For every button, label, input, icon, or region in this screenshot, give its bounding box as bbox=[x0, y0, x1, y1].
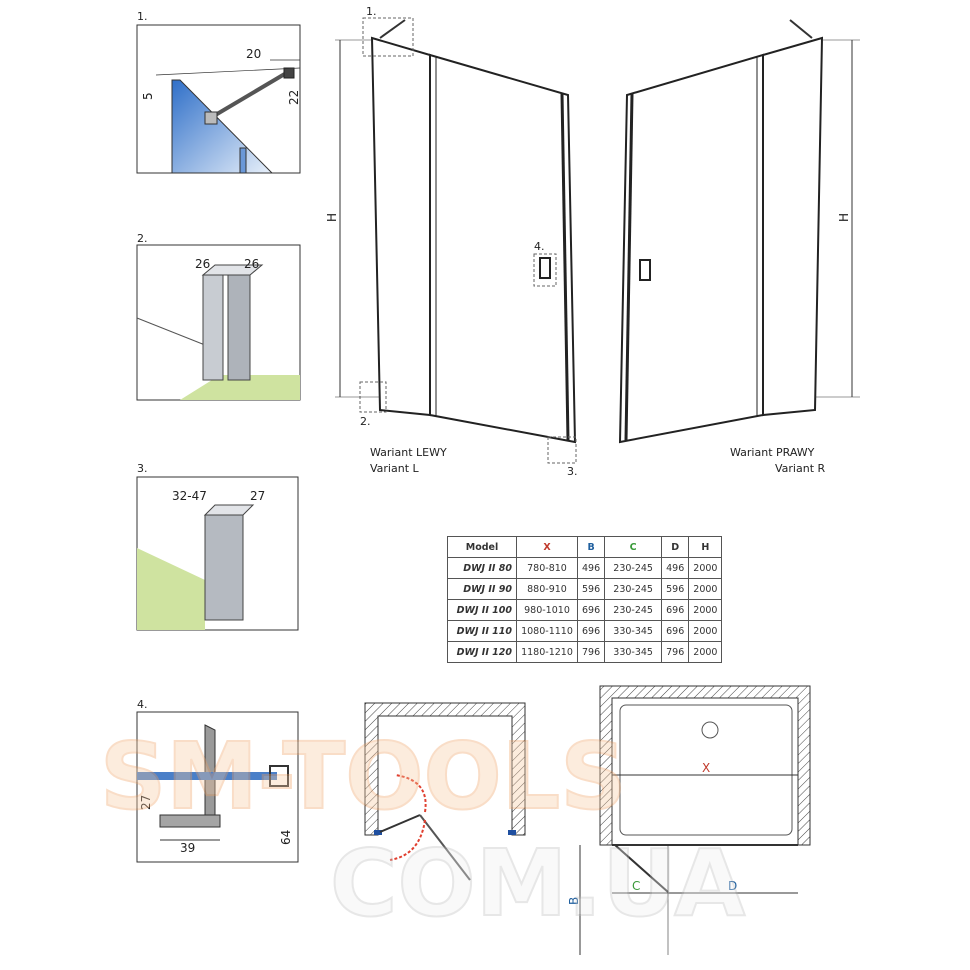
value-cell: 696 bbox=[661, 599, 690, 621]
model-cell: DWJ II 120 bbox=[447, 641, 517, 663]
col-header-b: B bbox=[576, 536, 606, 558]
dim-x-label: X bbox=[702, 761, 710, 775]
callout-label: 4. bbox=[534, 240, 545, 253]
value-cell: 696 bbox=[576, 599, 606, 621]
col-header-x: X bbox=[516, 536, 578, 558]
model-cell: DWJ II 90 bbox=[447, 578, 517, 600]
value-cell: 2000 bbox=[688, 557, 723, 579]
variant-left-subtitle: Variant L bbox=[370, 462, 420, 475]
value-cell: 596 bbox=[661, 578, 690, 600]
height-label: H bbox=[325, 213, 339, 222]
value-cell: 796 bbox=[661, 641, 690, 663]
dim-label: 64 bbox=[279, 830, 293, 845]
value-cell: 880-910 bbox=[516, 578, 578, 600]
value-cell: 696 bbox=[661, 620, 690, 642]
value-cell: 2000 bbox=[688, 578, 723, 600]
value-cell: 496 bbox=[661, 557, 690, 579]
value-cell: 696 bbox=[576, 620, 606, 642]
dim-label: 27 bbox=[139, 795, 153, 810]
door-variant-right: H Wariant PRAWY Variant R bbox=[618, 19, 860, 475]
dim-label: 5 bbox=[141, 92, 155, 100]
callout-label: 2. bbox=[360, 415, 371, 428]
detail-number: 1. bbox=[137, 10, 148, 23]
model-cell: DWJ II 110 bbox=[447, 620, 517, 642]
variant-right-title: Wariant PRAWY bbox=[730, 446, 815, 459]
detail-3: 3. 32-47 27 bbox=[136, 462, 299, 631]
table-header-row: Model X B C D H bbox=[447, 536, 723, 558]
dim-label: 39 bbox=[180, 841, 195, 855]
value-cell: 2000 bbox=[688, 599, 723, 621]
dim-b-label: B bbox=[567, 897, 581, 905]
col-header-h: H bbox=[688, 536, 723, 558]
value-cell: 1180-1210 bbox=[516, 641, 578, 663]
value-cell: 596 bbox=[576, 578, 606, 600]
detail-number: 3. bbox=[137, 462, 148, 475]
value-cell: 796 bbox=[576, 641, 606, 663]
value-cell: 496 bbox=[576, 557, 606, 579]
callout-label: 3. bbox=[567, 465, 578, 478]
detail-1: 1. 20 5 22 bbox=[136, 10, 301, 174]
watermark: SM-TOOLS COM.UA bbox=[99, 722, 746, 938]
detail-number: 2. bbox=[137, 232, 148, 245]
col-header-c: C bbox=[604, 536, 663, 558]
value-cell: 980-1010 bbox=[516, 599, 578, 621]
value-cell: 780-810 bbox=[516, 557, 578, 579]
dim-label: 26 bbox=[244, 257, 259, 271]
variant-right-subtitle: Variant R bbox=[775, 462, 826, 475]
detail-number: 4. bbox=[137, 698, 148, 711]
variant-left-title: Wariant LEWY bbox=[370, 446, 447, 459]
value-cell: 230-245 bbox=[604, 557, 663, 579]
dim-label: 22 bbox=[287, 90, 301, 105]
detail-2: 2. 26 26 bbox=[136, 232, 301, 401]
svg-text:COM.UA: COM.UA bbox=[330, 830, 745, 937]
col-header-d: D bbox=[661, 536, 690, 558]
dim-label: 26 bbox=[195, 257, 210, 271]
detail-4: 4. 39 27 64 bbox=[136, 698, 299, 863]
plan-view-swing bbox=[364, 702, 526, 881]
dim-label: 20 bbox=[246, 47, 261, 61]
value-cell: 330-345 bbox=[604, 641, 663, 663]
col-header-model: Model bbox=[447, 536, 517, 558]
door-variant-left: 1. 2. 3. 4. H Wariant LEWY Variant L bbox=[325, 5, 578, 478]
svg-text:SM-TOOLS: SM-TOOLS bbox=[100, 723, 627, 830]
value-cell: 2000 bbox=[688, 620, 723, 642]
value-cell: 1080-1110 bbox=[516, 620, 578, 642]
value-cell: 2000 bbox=[688, 641, 723, 663]
value-cell: 230-245 bbox=[604, 578, 663, 600]
value-cell: 330-345 bbox=[604, 620, 663, 642]
plan-view-dimensions: X C D B bbox=[567, 685, 811, 955]
dim-label: 32-47 bbox=[172, 489, 207, 503]
dim-d-label: D bbox=[728, 879, 737, 893]
model-cell: DWJ II 80 bbox=[447, 557, 517, 579]
model-cell: DWJ II 100 bbox=[447, 599, 517, 621]
value-cell: 230-245 bbox=[604, 599, 663, 621]
height-label: H bbox=[837, 213, 851, 222]
dim-c-label: C bbox=[632, 879, 640, 893]
dim-label: 27 bbox=[250, 489, 265, 503]
callout-label: 1. bbox=[366, 5, 377, 18]
